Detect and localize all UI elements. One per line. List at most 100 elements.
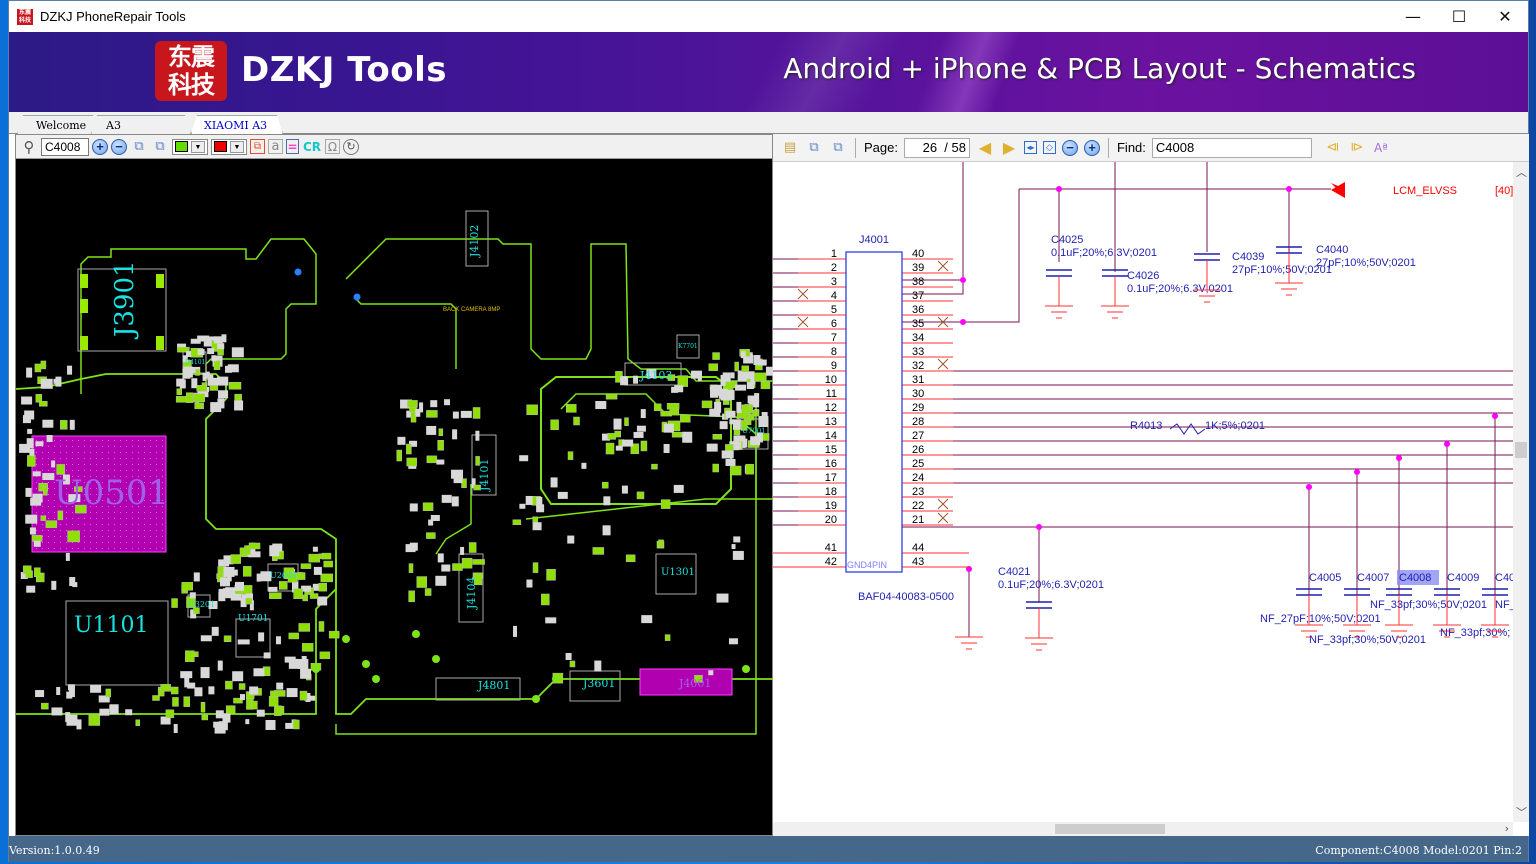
smd-part xyxy=(451,496,459,507)
smd-part xyxy=(253,668,265,677)
line-color-picker[interactable]: ▼ xyxy=(211,138,247,155)
flip-horizontal-icon[interactable]: ⧉ xyxy=(134,139,144,154)
ohm-icon[interactable]: Ω xyxy=(325,139,340,154)
smd-part xyxy=(666,402,680,410)
tab-xiaomi-a3[interactable]: XIAOMI A3✕ xyxy=(191,115,283,134)
zoom-out-icon[interactable]: − xyxy=(111,138,127,155)
fit-width-icon[interactable]: ◂▸ xyxy=(1023,141,1037,154)
horizontal-scrollbar[interactable]: › xyxy=(773,822,1513,836)
net-page-ref[interactable]: [40] xyxy=(1495,185,1513,197)
page-number-input[interactable]: 26 / 58 xyxy=(903,137,970,158)
vertical-scrollbar[interactable]: ︿ ﹀ xyxy=(1513,162,1529,822)
component-j4801[interactable] xyxy=(435,677,521,701)
component-u1701[interactable] xyxy=(235,618,271,658)
tab-welcome[interactable]: Welcome xyxy=(17,115,99,134)
smd-part xyxy=(308,553,321,563)
maximize-button[interactable]: ☐ xyxy=(1451,7,1467,26)
pin-number: 43 xyxy=(912,556,924,568)
scroll-up-icon[interactable]: ︿ xyxy=(1516,166,1527,179)
find-next-icon[interactable]: ⧐ xyxy=(1350,140,1364,155)
pin-toggle-icon[interactable]: = xyxy=(286,139,299,154)
tab-a3-schematic[interactable]: A3 Schematic xyxy=(91,115,191,134)
component-j4001[interactable] xyxy=(639,668,733,696)
smd-part xyxy=(26,367,33,378)
connector-inner-label: GND4PIN xyxy=(847,560,887,570)
component-u1101[interactable] xyxy=(65,600,169,686)
smd-part xyxy=(41,702,49,710)
smd-part xyxy=(175,396,188,403)
minimize-button[interactable]: — xyxy=(1405,7,1421,26)
flip-horizontal-icon[interactable]: ⧉ xyxy=(809,140,819,155)
resistor-r4013-symbol[interactable] xyxy=(1169,423,1206,435)
smd-part xyxy=(712,434,723,440)
smd-part xyxy=(752,409,760,417)
smd-part xyxy=(57,510,64,521)
text-label-icon[interactable]: a xyxy=(268,139,283,154)
smd-part xyxy=(708,670,714,676)
smd-part xyxy=(200,667,210,679)
pcb-canvas[interactable]: BACK CAMERA 8MP J3901 U0501 U1101 J4102 … xyxy=(15,159,777,836)
component-j4103[interactable] xyxy=(624,362,682,386)
connector-j4001-body[interactable] xyxy=(845,251,903,573)
component-j3901[interactable] xyxy=(77,268,167,352)
flip-vertical-icon[interactable]: ⧉ xyxy=(833,140,843,155)
smd-part xyxy=(265,719,276,730)
schematic-drawing[interactable]: J4001 GND4PIN BAF04-40083-0500 123456789… xyxy=(773,162,1513,822)
find-input[interactable]: C4008 xyxy=(1151,137,1312,158)
find-previous-icon[interactable]: ⧏ xyxy=(1326,140,1340,155)
close-button[interactable]: ✕ xyxy=(1498,7,1512,26)
search-icon[interactable]: ⚲ xyxy=(23,137,35,156)
smd-part xyxy=(223,635,232,642)
previous-page-icon[interactable]: ◀ xyxy=(978,138,992,157)
pcb-board-drawing[interactable]: BACK CAMERA 8MP xyxy=(15,159,777,836)
flip-vertical-icon[interactable]: ⧉ xyxy=(155,139,165,154)
junction-dot xyxy=(1306,484,1312,490)
font-size-icon[interactable]: Aª xyxy=(1373,140,1388,155)
next-page-icon[interactable]: ▶ xyxy=(1002,138,1016,157)
label-j3601: J3601 xyxy=(583,677,616,690)
pcb-toolbar: ⚲ C4008 + − ⧉ ⧉ ▼ ▼ ⧉ a = CR Ω ↻ xyxy=(16,135,772,159)
smd-part xyxy=(223,566,235,577)
cr-toggle-icon[interactable]: CR xyxy=(302,139,322,154)
fill-color-picker[interactable]: ▼ xyxy=(172,138,208,155)
vertical-scroll-thumb[interactable] xyxy=(1515,442,1527,458)
component-j4102[interactable] xyxy=(465,210,489,267)
horizontal-scroll-thumb[interactable] xyxy=(1055,824,1165,834)
smd-part xyxy=(298,659,309,670)
smd-part xyxy=(452,563,463,571)
no-connect-marker xyxy=(937,512,949,524)
open-file-icon[interactable]: ▤ xyxy=(783,140,797,155)
smd-part xyxy=(690,370,702,379)
zoom-out-icon[interactable]: − xyxy=(1061,139,1078,156)
component-u1301[interactable] xyxy=(655,553,697,595)
layer-overlay-icon[interactable]: ⧉ xyxy=(250,139,265,154)
component-j4101[interactable] xyxy=(471,434,497,496)
component-j4104[interactable] xyxy=(458,553,484,623)
scroll-right-icon[interactable]: › xyxy=(1504,822,1509,835)
pin-number: 14 xyxy=(825,430,837,442)
zoom-in-icon[interactable]: + xyxy=(92,138,108,155)
smd-part xyxy=(607,433,616,440)
scroll-down-icon[interactable]: ﹀ xyxy=(1516,806,1527,819)
net-label-lcm-elvss[interactable]: LCM_ELVSS xyxy=(1393,185,1457,197)
component-search-input[interactable]: C4008 xyxy=(41,137,89,156)
smd-part xyxy=(640,409,646,419)
smd-part xyxy=(247,545,256,557)
rotate-icon[interactable]: ↻ xyxy=(343,138,359,155)
smd-part xyxy=(694,675,703,683)
banner-tagline: Android + iPhone & PCB Layout - Schemati… xyxy=(783,52,1416,85)
component-k7701[interactable] xyxy=(676,334,700,359)
fit-page-icon[interactable]: ◇ xyxy=(1042,141,1056,154)
smd-part xyxy=(557,491,568,499)
zoom-in-icon[interactable]: + xyxy=(1083,139,1100,156)
